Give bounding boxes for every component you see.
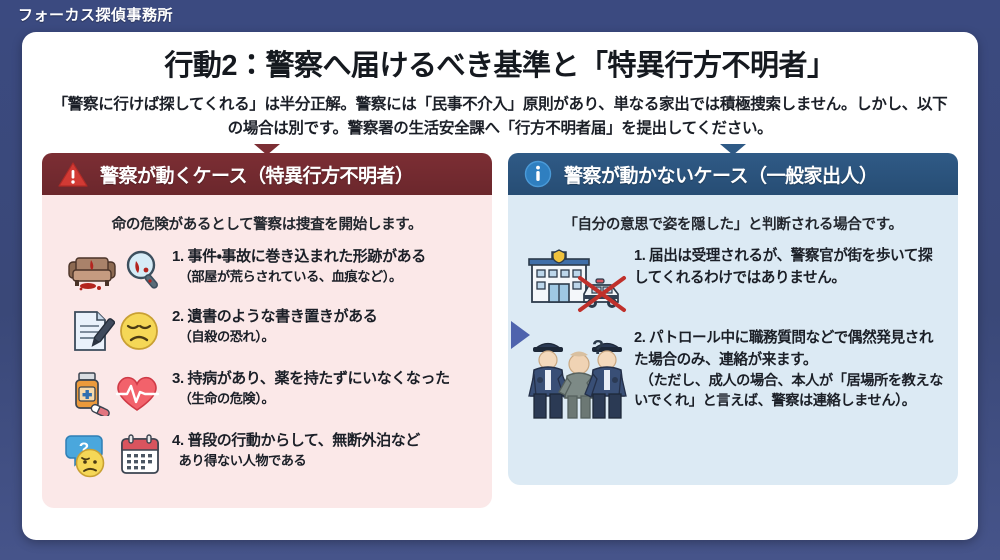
page-title: 行動2：警察へ届けるべき基準と「特異行方不明者」	[164, 50, 836, 82]
item-icon-group	[56, 306, 172, 354]
question-bubble-face-icon: ?	[65, 432, 115, 478]
list-item-sub: （部屋が荒らされている、血痕など）。	[178, 268, 403, 284]
bloody-sofa-icon	[64, 248, 120, 292]
list-item: 1. 事件・事故に巻き込まれた形跡がある （部屋が荒らされている、血痕など）。	[56, 246, 478, 292]
list-item-main: 持病があり、薬を持たずにいなくなった	[187, 370, 451, 388]
list-item: ?	[56, 430, 478, 478]
list-item-text: 2. 遺書のような書き置きがある （自殺の恐れ）。	[172, 306, 478, 346]
brand-name: フォーカス探偵事務所	[18, 6, 174, 24]
list-item: ? 2. パトロール中に職務質問などで偶然発見された場合のみ、連絡が来ます。 （…	[522, 328, 944, 422]
heart-pulse-icon	[112, 371, 162, 415]
item-icon-group	[522, 246, 634, 314]
info-circle-icon	[524, 160, 552, 188]
list-item-main: 事件・事故に巻き込まれた形跡がある	[187, 248, 427, 266]
list-item-main: 届出は受理されるが、警察官が街を歩いて探してくれるわけではありません。	[634, 248, 933, 286]
panel-subtitle-left: 命の危険があるとして警察は捜査を開始します。	[111, 217, 423, 234]
list-item: 2. 遺書のような書き置きがある （自殺の恐れ）。	[56, 306, 478, 354]
panel-notch-right	[720, 144, 746, 156]
list-item-sub: （生命の危険）。	[178, 390, 275, 406]
list-item-main: パトロール中に職務質問などで偶然発見された場合のみ、連絡が来ます。	[634, 330, 934, 368]
red-cross-mark	[578, 276, 626, 313]
list-item-number: 3.	[172, 370, 184, 388]
list-item-text: 4. 普段の行動からして、無断外泊など あり得ない人物である	[172, 430, 478, 470]
police-station-icon	[526, 248, 630, 314]
list-item-text: 1. 事件・事故に巻き込まれた形跡がある （部屋が荒らされている、血痕など）。	[172, 246, 478, 286]
magnifying-glass-icon	[122, 248, 164, 292]
item-icon-group	[56, 368, 172, 417]
panel-notch-left	[254, 144, 280, 156]
item-icon-group	[56, 246, 172, 292]
calendar-icon	[117, 433, 163, 477]
list-item-text: 2. パトロール中に職務質問などで偶然発見された場合のみ、連絡が来ます。 （ただ…	[634, 328, 944, 412]
weary-face-icon	[117, 309, 161, 353]
list-item-main: 遺書のような書き置きがある	[187, 308, 378, 326]
list-item-sub: （ただし、成人の場合、本人が「居場所を教えないでくれ」と言えば、警察は連絡しませ…	[634, 372, 943, 410]
item-icon-group: ?	[522, 328, 634, 422]
list-item-number: 1.	[172, 248, 184, 266]
panel-header-right-label: 警察が動かないケース（一般家出人）	[564, 165, 878, 187]
list-item: 3. 持病があり、薬を持たずにいなくなった （生命の危険）。	[56, 368, 478, 417]
right-arrow-divider	[511, 321, 530, 350]
panel-header-left-label: 警察が動くケース（特異行方不明者）	[100, 165, 414, 187]
content-card: 行動2：警察へ届けるべき基準と「特異行方不明者」 「警察に行けば探してくれる」は…	[22, 32, 978, 540]
list-item-number: 1.	[634, 248, 646, 265]
intro-paragraph: 「警察に行けば探してくれる」は半分正解。警察には「民事不介入」原則があり、単なる…	[52, 96, 948, 138]
list-item-number: 4.	[172, 432, 184, 450]
panel-police-inaction: 警察が動かないケース（一般家出人） 「自分の意思で姿を隠した」と判断される場合で…	[508, 144, 958, 508]
list-item-sub: （自殺の恐れ）。	[178, 328, 275, 344]
memo-with-pen-icon	[67, 308, 115, 354]
svg-text:?: ?	[79, 439, 89, 458]
medicine-bottle-icon	[66, 370, 110, 417]
panel-header-right: 警察が動かないケース（一般家出人）	[508, 144, 958, 196]
list-item: 1. 届出は受理されるが、警察官が街を歩いて探してくれるわけではありません。	[522, 246, 944, 314]
brand-bar: フォーカス探偵事務所	[0, 0, 1000, 28]
panel-police-acts: 警察が動くケース（特異行方不明者） 命の危険があるとして警察は捜査を開始します。	[42, 144, 492, 509]
list-item-number: 2.	[172, 308, 184, 326]
list-item-text: 1. 届出は受理されるが、警察官が街を歩いて探してくれるわけではありません。	[634, 246, 944, 288]
list-item-text: 3. 持病があり、薬を持たずにいなくなった （生命の危険）。	[172, 368, 478, 408]
list-item-sub: あり得ない人物である	[178, 452, 307, 468]
two-police-officers-icon: ?	[526, 330, 630, 422]
panel-body-left: 命の危険があるとして警察は捜査を開始します。	[42, 195, 492, 509]
panel-subtitle-right: 「自分の意思で姿を隠した」と判断される場合です。	[563, 217, 903, 234]
two-column-area: 警察が動くケース（特異行方不明者） 命の危険があるとして警察は捜査を開始します。	[42, 144, 958, 509]
panel-body-right: 「自分の意思で姿を隠した」と判断される場合です。	[508, 195, 958, 486]
question-mark-icon: ?	[592, 337, 604, 359]
item-icon-group: ?	[56, 430, 172, 478]
panel-header-left: 警察が動くケース（特異行方不明者）	[42, 144, 492, 196]
list-item-main: 普段の行動からして、無断外泊など	[187, 432, 421, 450]
list-item-number: 2.	[634, 330, 646, 347]
warning-triangle-icon	[58, 161, 88, 188]
